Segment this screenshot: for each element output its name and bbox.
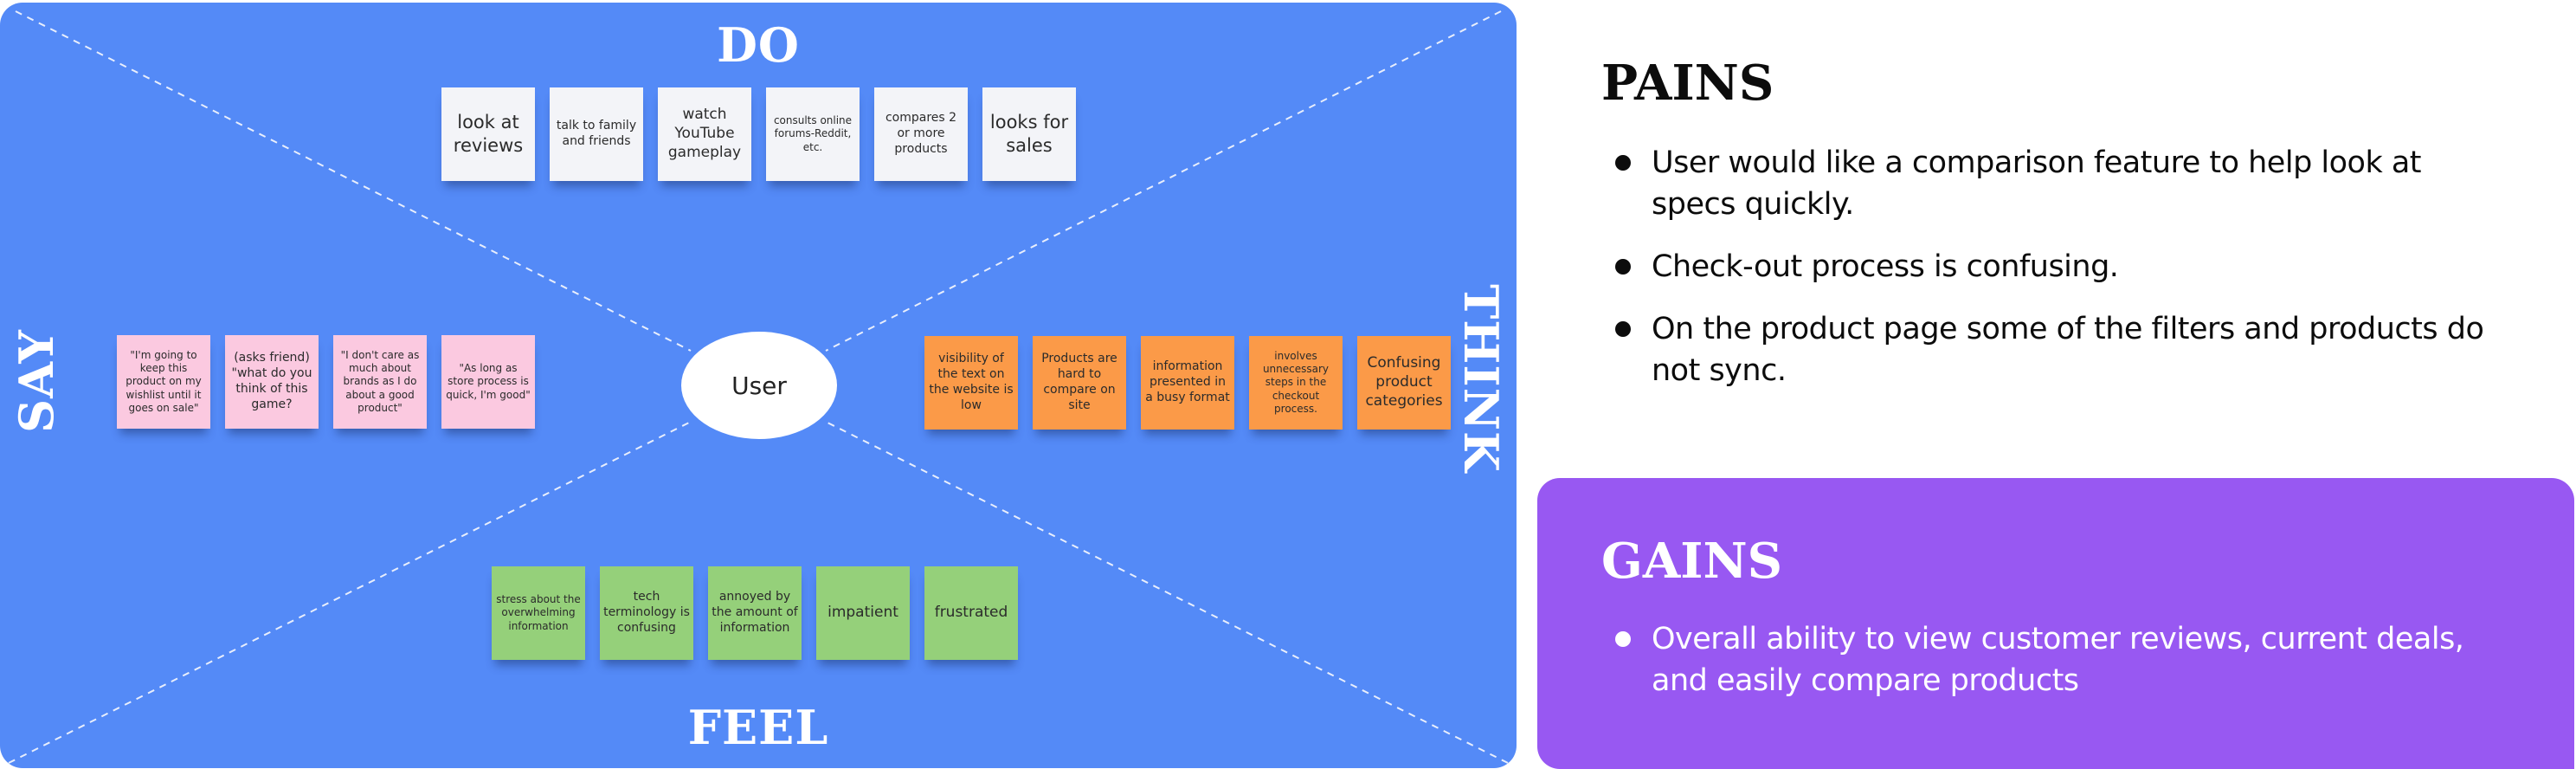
bullet-item: Check-out process is confusing. (1615, 246, 2489, 288)
think-sticky-note[interactable]: Products are hard to compare on site (1033, 336, 1126, 430)
bullet-dot-icon (1615, 631, 1631, 647)
bullet-dot-icon (1615, 155, 1631, 171)
do-sticky-note[interactable]: talk to family and friends (550, 87, 643, 181)
bullet-text: On the product page some of the filters … (1652, 312, 2484, 388)
do-sticky-note[interactable]: consults online forums-Reddit, etc. (766, 87, 860, 181)
bullet-text: User would like a comparison feature to … (1652, 145, 2422, 222)
feel-sticky-note[interactable]: impatient (816, 566, 910, 660)
do-sticky-note[interactable]: look at reviews (441, 87, 535, 181)
divider-line-bottom-left (8, 421, 692, 764)
sticky-note-text: compares 2 or more products (885, 111, 957, 156)
diagonal-dividers (8, 10, 1509, 764)
bullet-dot-icon (1615, 321, 1631, 337)
sticky-note-text: "I'm going to keep this product on my wi… (126, 348, 202, 415)
divider-line-top-left (15, 10, 692, 352)
sticky-note-text: "As long as store process is quick, I'm … (446, 361, 531, 401)
quadrant-label-say: SAY (9, 329, 64, 433)
sticky-note-text: impatient (828, 604, 898, 622)
bullet-item: User would like a comparison feature to … (1615, 142, 2489, 225)
think-notes: visibility of the text on the website is… (924, 336, 1451, 430)
pains-title: PAINS (1601, 55, 1774, 112)
feel-sticky-note[interactable]: tech terminology is confusing (600, 566, 693, 660)
feel-sticky-note[interactable]: frustrated (924, 566, 1018, 660)
say-sticky-note[interactable]: (asks friend) "what do you think of this… (225, 335, 319, 429)
sticky-note-text: annoyed by the amount of information (712, 590, 798, 635)
empathy-map-board: DO SAY THINK FEEL User look at reviews ta… (0, 3, 1517, 768)
think-sticky-note[interactable]: Confusing product categories (1357, 336, 1451, 430)
sticky-note-text: watch YouTube gameplay (667, 106, 742, 161)
divider-line-bottom-right (825, 421, 1509, 764)
sticky-note-text: tech terminology is confusing (603, 590, 690, 635)
feel-notes: stress about the overwhelming informatio… (492, 566, 1018, 660)
gains-panel: GAINS Overall ability to view customer r… (1537, 478, 2574, 769)
bullet-text: Overall ability to view customer reviews… (1652, 622, 2464, 698)
do-sticky-note[interactable]: looks for sales (982, 87, 1076, 181)
say-sticky-note[interactable]: "I'm going to keep this product on my wi… (117, 335, 210, 429)
do-sticky-note[interactable]: compares 2 or more products (874, 87, 968, 181)
sticky-note-text: frustrated (934, 604, 1008, 622)
feel-sticky-note[interactable]: annoyed by the amount of information (708, 566, 802, 660)
sticky-note-text: look at reviews (453, 112, 524, 156)
sticky-note-text: "I don't care as much about brands as I … (340, 348, 420, 415)
sticky-note-text: (asks friend) "what do you think of this… (231, 351, 312, 411)
sticky-note-text: information presented in a busy format (1145, 359, 1230, 404)
sticky-note-text: Confusing product categories (1365, 354, 1443, 410)
gains-title: GAINS (1601, 533, 1783, 590)
sticky-note-text: visibility of the text on the website is… (929, 352, 1014, 412)
pains-list: User would like a comparison feature to … (1615, 142, 2489, 412)
think-sticky-note[interactable]: visibility of the text on the website is… (924, 336, 1018, 430)
sticky-note-text: looks for sales (989, 112, 1069, 156)
think-sticky-note[interactable]: involves unnecessary steps in the checko… (1249, 336, 1343, 430)
quadrant-label-think: THINK (1453, 284, 1509, 473)
user-center-node[interactable]: User (681, 332, 837, 439)
quadrant-label-do: DO (717, 17, 800, 73)
do-notes: look at reviews talk to family and friend… (441, 87, 1076, 181)
feel-sticky-note[interactable]: stress about the overwhelming informatio… (492, 566, 585, 660)
think-sticky-note[interactable]: information presented in a busy format (1141, 336, 1234, 430)
sticky-note-text: talk to family and friends (556, 119, 637, 148)
say-sticky-note[interactable]: "I don't care as much about brands as I … (333, 335, 427, 429)
say-notes: "I'm going to keep this product on my wi… (117, 335, 535, 429)
pains-panel: PAINS User would like a comparison featu… (1537, 0, 2576, 478)
bullet-item: Overall ability to view customer reviews… (1615, 618, 2489, 701)
do-sticky-note[interactable]: watch YouTube gameplay (658, 87, 751, 181)
quadrant-label-feel: FEEL (687, 700, 829, 755)
sticky-note-text: stress about the overwhelming informatio… (496, 592, 581, 632)
sticky-note-text: Products are hard to compare on site (1041, 352, 1117, 412)
divider-line-top-right (825, 10, 1502, 352)
sticky-note-text: involves unnecessary steps in the checko… (1262, 349, 1330, 416)
bullet-dot-icon (1615, 259, 1631, 275)
bullet-item: On the product page some of the filters … (1615, 308, 2489, 391)
user-node-label: User (731, 371, 787, 400)
sticky-note-text: consults online forums-Reddit, etc. (773, 113, 853, 153)
say-sticky-note[interactable]: "As long as store process is quick, I'm … (441, 335, 535, 429)
bullet-text: Check-out process is confusing. (1652, 249, 2119, 284)
gains-list: Overall ability to view customer reviews… (1615, 618, 2489, 722)
